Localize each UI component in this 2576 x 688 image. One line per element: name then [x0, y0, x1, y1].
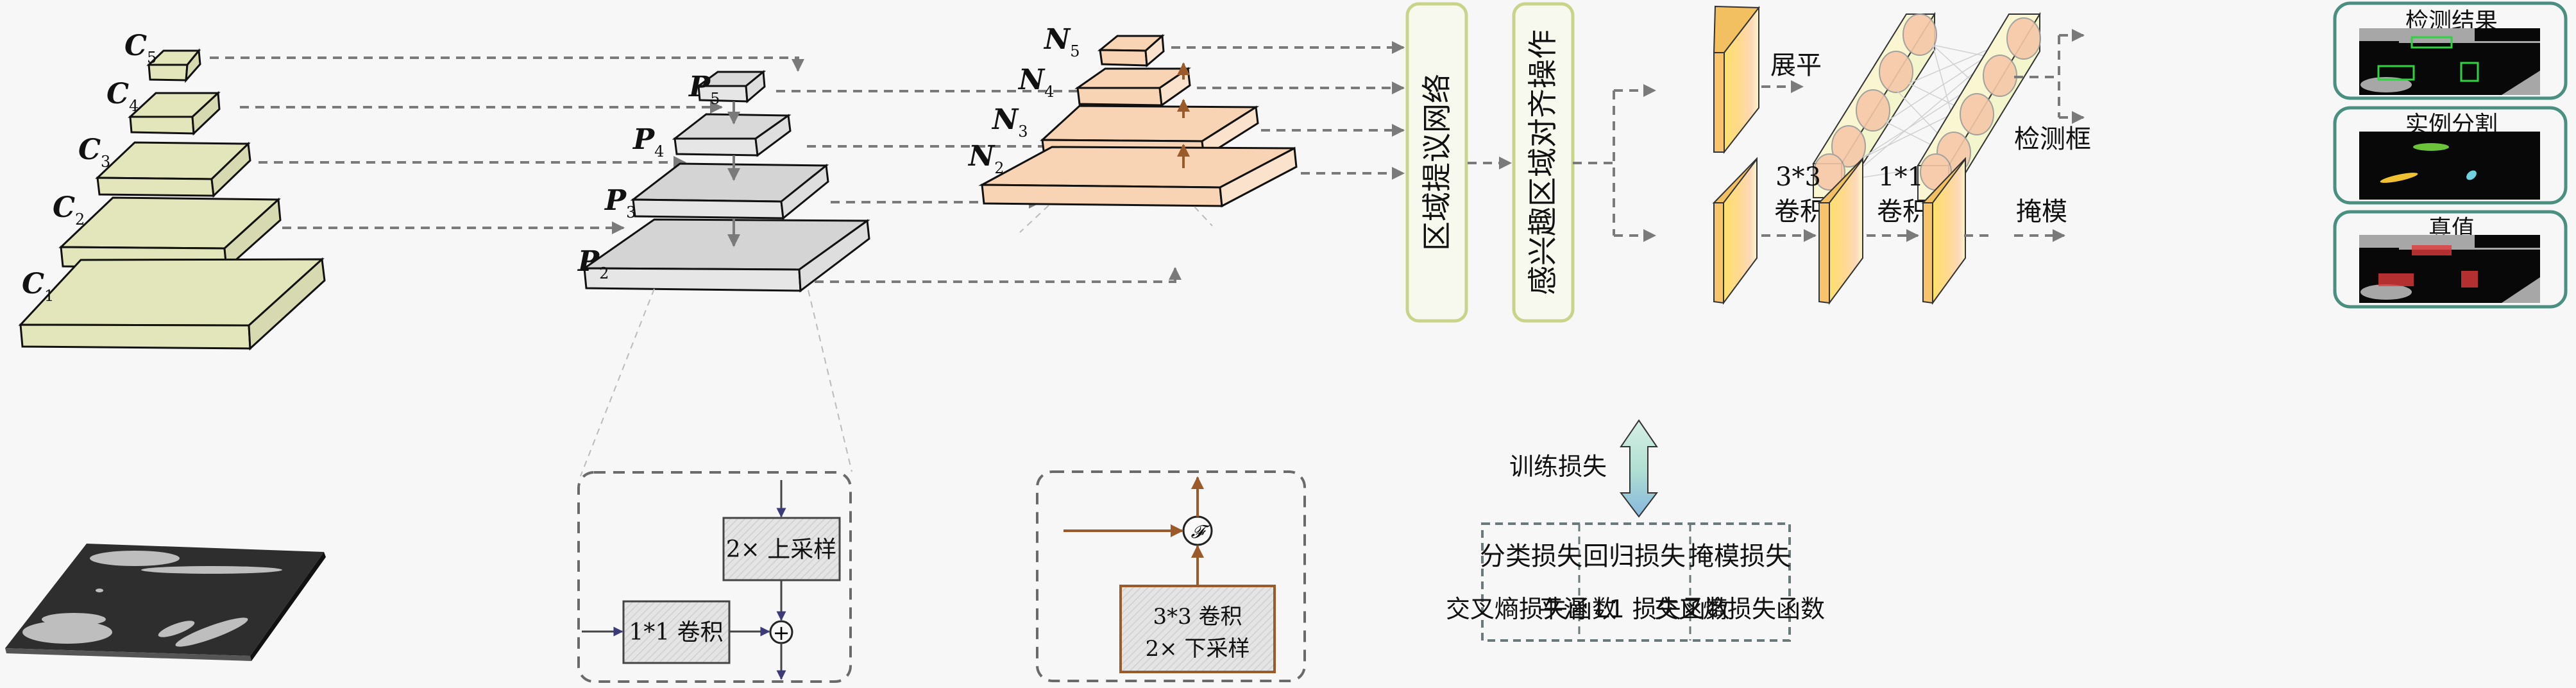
detection-image	[2359, 28, 2540, 95]
layer-c5	[146, 48, 201, 83]
loss-name: 回归损失	[1583, 542, 1686, 571]
downsample-line2: 2× 下采样	[1146, 636, 1250, 662]
layer-n2	[978, 146, 1298, 208]
training-loss-label: 训练损失	[1509, 452, 1607, 481]
layer-p5	[695, 70, 767, 104]
detection-box	[2460, 62, 2479, 82]
upsample-label: 2× 上采样	[726, 537, 837, 563]
downsample-block	[1119, 585, 1276, 673]
upsample-block	[722, 517, 841, 581]
layer-n5	[1097, 33, 1165, 68]
feature-map-mask-1	[1712, 157, 1758, 305]
loss-function: 交叉熵损失函数	[1654, 595, 1825, 623]
loss-function: 平滑 L1 损失函数	[1539, 595, 1730, 623]
bbox-label: 检测框	[2014, 125, 2091, 154]
rpn-module: 区域提议网络	[1405, 2, 1468, 323]
input-sar-image	[5, 544, 326, 661]
label-c5: C5	[124, 30, 157, 67]
mask-label: 掩模	[2016, 197, 2067, 227]
lateral-c5-p5	[210, 56, 804, 72]
roialign-to-heads	[1573, 84, 1656, 242]
backbone-pyramid: C5 C4 C3 C2 C1	[5, 30, 326, 661]
loss-function: 交叉熵损失函数	[1446, 595, 1616, 623]
label-c2: C2	[53, 191, 85, 228]
pan-to-rpn-connections	[1171, 41, 1405, 180]
fpn-detail-box: 2× 上采样 1*1 卷积 +	[577, 471, 852, 683]
bbox-branch: 展平	[1713, 5, 2091, 203]
segment-mask	[2466, 170, 2477, 180]
link-p2-n2	[815, 267, 1182, 283]
feature-map-bbox	[1713, 5, 1760, 154]
segment-mask	[2380, 173, 2418, 183]
loss-container	[1481, 522, 1791, 642]
output-panel-segmentation: 实例分割	[2333, 106, 2568, 205]
add-symbol: +	[773, 621, 790, 645]
label-p2: P2	[577, 245, 609, 282]
detection-box	[2411, 36, 2453, 49]
pan-pyramid: N5 N4 N3 N2	[967, 23, 1298, 208]
output-panel-ground-truth: 真值	[2333, 210, 2568, 309]
roi-align-label: 感兴趣区域对齐操作	[1525, 30, 1560, 295]
conv1x1-line1: 1*1	[1878, 162, 1924, 192]
fpn-zoom-guides	[580, 288, 852, 477]
layer-c3	[95, 141, 251, 198]
pan-detail-box: 3*3 卷积 2× 下采样 𝓕	[1036, 470, 1306, 682]
ground-truth-box	[2378, 273, 2414, 286]
ground-truth-image	[2359, 235, 2540, 303]
label-n3: N3	[991, 103, 1028, 141]
conv3x3-line2: 卷积	[1774, 197, 1826, 227]
lateral-connections	[210, 56, 804, 234]
output-panel-detection: 检测结果	[2333, 1, 2568, 100]
label-c3: C3	[78, 133, 110, 171]
conv1x1-label: 1*1 卷积	[629, 619, 723, 646]
loss-item-classification: 分类损失 交叉熵损失函数	[1446, 542, 1616, 623]
label-p3: P3	[604, 184, 636, 221]
fc-layer-2	[1917, 12, 2041, 203]
fc-outputs	[2014, 29, 2085, 124]
fpn-pyramid: P5 P4 P3 P2	[577, 70, 870, 293]
loss-section: 训练损失 分类损失 交叉熵损失函数 回归损失 平滑 L1 损失函数 掩模损失 交…	[1446, 419, 1825, 642]
pan-zoom-guides	[1019, 205, 1213, 233]
conv1x1-block	[622, 600, 731, 664]
layer-c2	[58, 196, 282, 271]
rpn-label: 区域提议网络	[1419, 74, 1454, 251]
detection-box	[2377, 65, 2415, 81]
conv3x3-line1: 3*3	[1775, 162, 1821, 192]
label-n4: N4	[1017, 64, 1055, 101]
segmentation-image	[2359, 132, 2540, 200]
layer-c4	[128, 90, 221, 136]
segment-mask	[2413, 143, 2449, 151]
label-n5: N5	[1043, 23, 1080, 60]
roi-align-module: 感兴趣区域对齐操作	[1512, 2, 1575, 323]
label-p4: P4	[632, 123, 664, 160]
layer-p2	[581, 218, 870, 293]
downsample-line1: 3*3 卷积	[1153, 604, 1242, 630]
fc-layer-1	[1812, 12, 1937, 200]
label-p5: P5	[688, 71, 720, 108]
loss-item-regression: 回归损失 平滑 L1 损失函数	[1539, 542, 1730, 623]
label-c4: C4	[106, 78, 139, 115]
label-c1: C1	[22, 268, 54, 305]
loss-name: 掩模损失	[1688, 542, 1791, 571]
feature-map-mask-2	[1817, 157, 1863, 305]
loss-name: 分类损失	[1480, 542, 1582, 571]
loss-item-mask: 掩模损失 交叉熵损失函数	[1654, 542, 1825, 623]
layer-c1	[18, 257, 326, 351]
label-n2: N2	[967, 140, 1004, 177]
layer-p4	[672, 113, 792, 157]
training-loss-arrow-icon	[1619, 419, 1659, 518]
ground-truth-box	[2461, 271, 2478, 288]
layer-n4	[1074, 67, 1191, 107]
feature-map-mask-3	[1921, 157, 1966, 305]
conv1x1-line2: 卷积	[1877, 197, 1928, 227]
ground-truth-box	[2412, 245, 2452, 255]
flatten-label: 展平	[1770, 51, 1822, 80]
layer-p3	[630, 162, 829, 220]
mask-branch: 3*3 卷积 1*1 卷积 掩模	[1712, 157, 2067, 305]
